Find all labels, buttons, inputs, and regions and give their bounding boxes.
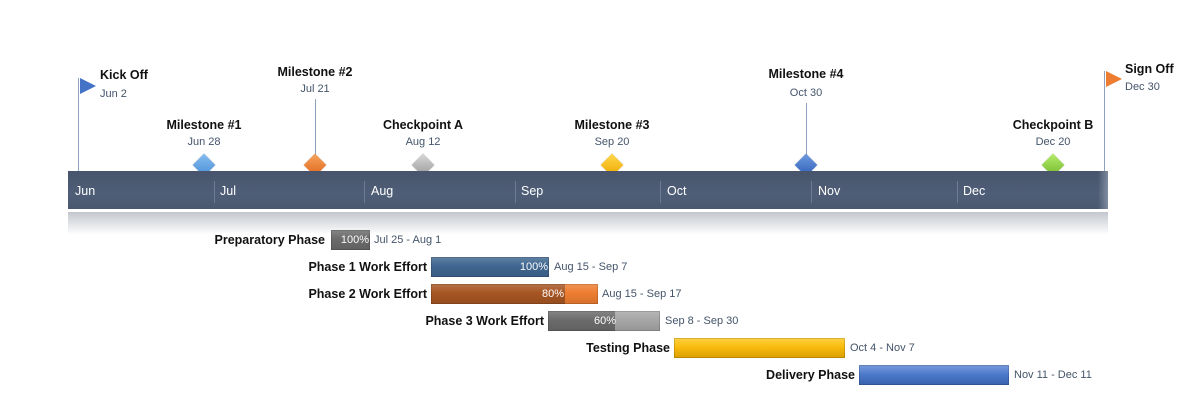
task-percent: 100% bbox=[519, 261, 548, 273]
task-label: Testing Phase bbox=[586, 341, 670, 355]
month-label: Dec bbox=[963, 184, 986, 198]
task-bar bbox=[431, 257, 549, 277]
task-bar bbox=[548, 311, 660, 331]
month-divider bbox=[660, 181, 661, 203]
milestone-connector bbox=[806, 103, 807, 157]
task-dates: Sep 8 - Sep 30 bbox=[665, 315, 739, 327]
milestone-date: Jul 21 bbox=[300, 83, 330, 95]
milestone-date: Oct 30 bbox=[789, 87, 823, 99]
task-label: Preparatory Phase bbox=[214, 233, 325, 247]
flag-icon bbox=[1106, 71, 1122, 87]
task-percent: 80% bbox=[541, 288, 564, 300]
milestone-date: Dec 20 bbox=[1035, 136, 1071, 148]
task-bar bbox=[431, 284, 598, 304]
milestone-date: Aug 12 bbox=[405, 136, 441, 148]
milestone-title: Checkpoint B bbox=[1012, 118, 1094, 132]
month-label: Jun bbox=[75, 184, 96, 198]
task-progress-fill bbox=[674, 338, 845, 358]
task-label: Delivery Phase bbox=[766, 368, 855, 382]
milestone-title: Checkpoint A bbox=[382, 118, 464, 132]
flag-icon bbox=[80, 78, 96, 94]
task-dates: Oct 4 - Nov 7 bbox=[850, 342, 915, 354]
task-percent: 100% bbox=[340, 234, 369, 246]
task-progress-fill bbox=[331, 230, 370, 250]
task-progress-fill bbox=[431, 257, 549, 277]
month-label: Sep bbox=[521, 184, 544, 198]
milestone-date: Sep 20 bbox=[594, 136, 630, 148]
milestone-title: Milestone #1 bbox=[166, 118, 242, 132]
task-bar bbox=[859, 365, 1009, 385]
month-label: Aug bbox=[371, 184, 394, 198]
task-label: Phase 1 Work Effort bbox=[308, 260, 427, 274]
flag-date-signoff: Dec 30 bbox=[1125, 81, 1160, 93]
milestone-connector bbox=[315, 99, 316, 157]
task-bar bbox=[674, 338, 845, 358]
task-label: Phase 2 Work Effort bbox=[308, 287, 427, 301]
task-dates: Nov 11 - Dec 11 bbox=[1014, 369, 1092, 381]
month-label: Nov bbox=[818, 184, 841, 198]
month-divider bbox=[957, 181, 958, 203]
timeline-axis-bar bbox=[68, 171, 1108, 209]
month-divider bbox=[364, 181, 365, 203]
month-label: Oct bbox=[667, 184, 687, 198]
milestone-date: Jun 28 bbox=[187, 136, 221, 148]
task-bar bbox=[331, 230, 370, 250]
task-dates: Aug 15 - Sep 17 bbox=[602, 288, 682, 300]
month-divider bbox=[515, 181, 516, 203]
task-progress-fill bbox=[431, 284, 565, 304]
milestone-title: Milestone #2 bbox=[277, 65, 353, 79]
signoff-flag-pole bbox=[1104, 71, 1105, 171]
milestone-title: Milestone #3 bbox=[574, 118, 650, 132]
milestone-title: Milestone #4 bbox=[768, 67, 844, 81]
task-dates: Aug 15 - Sep 7 bbox=[554, 261, 628, 273]
flag-title-signoff: Sign Off bbox=[1125, 62, 1174, 76]
flag-date-kickoff: Jun 2 bbox=[100, 88, 127, 100]
task-progress-fill bbox=[859, 365, 1009, 385]
month-label: Jul bbox=[220, 184, 236, 198]
task-dates: Jul 25 - Aug 1 bbox=[374, 234, 442, 246]
kickoff-flag-pole bbox=[78, 78, 79, 171]
flag-title-kickoff: Kick Off bbox=[100, 68, 148, 82]
task-label: Phase 3 Work Effort bbox=[425, 314, 544, 328]
month-divider bbox=[811, 181, 812, 203]
timeline-reflection bbox=[68, 212, 1108, 234]
task-percent: 60% bbox=[593, 315, 616, 327]
month-divider bbox=[214, 181, 215, 203]
task-progress-fill bbox=[548, 311, 616, 331]
